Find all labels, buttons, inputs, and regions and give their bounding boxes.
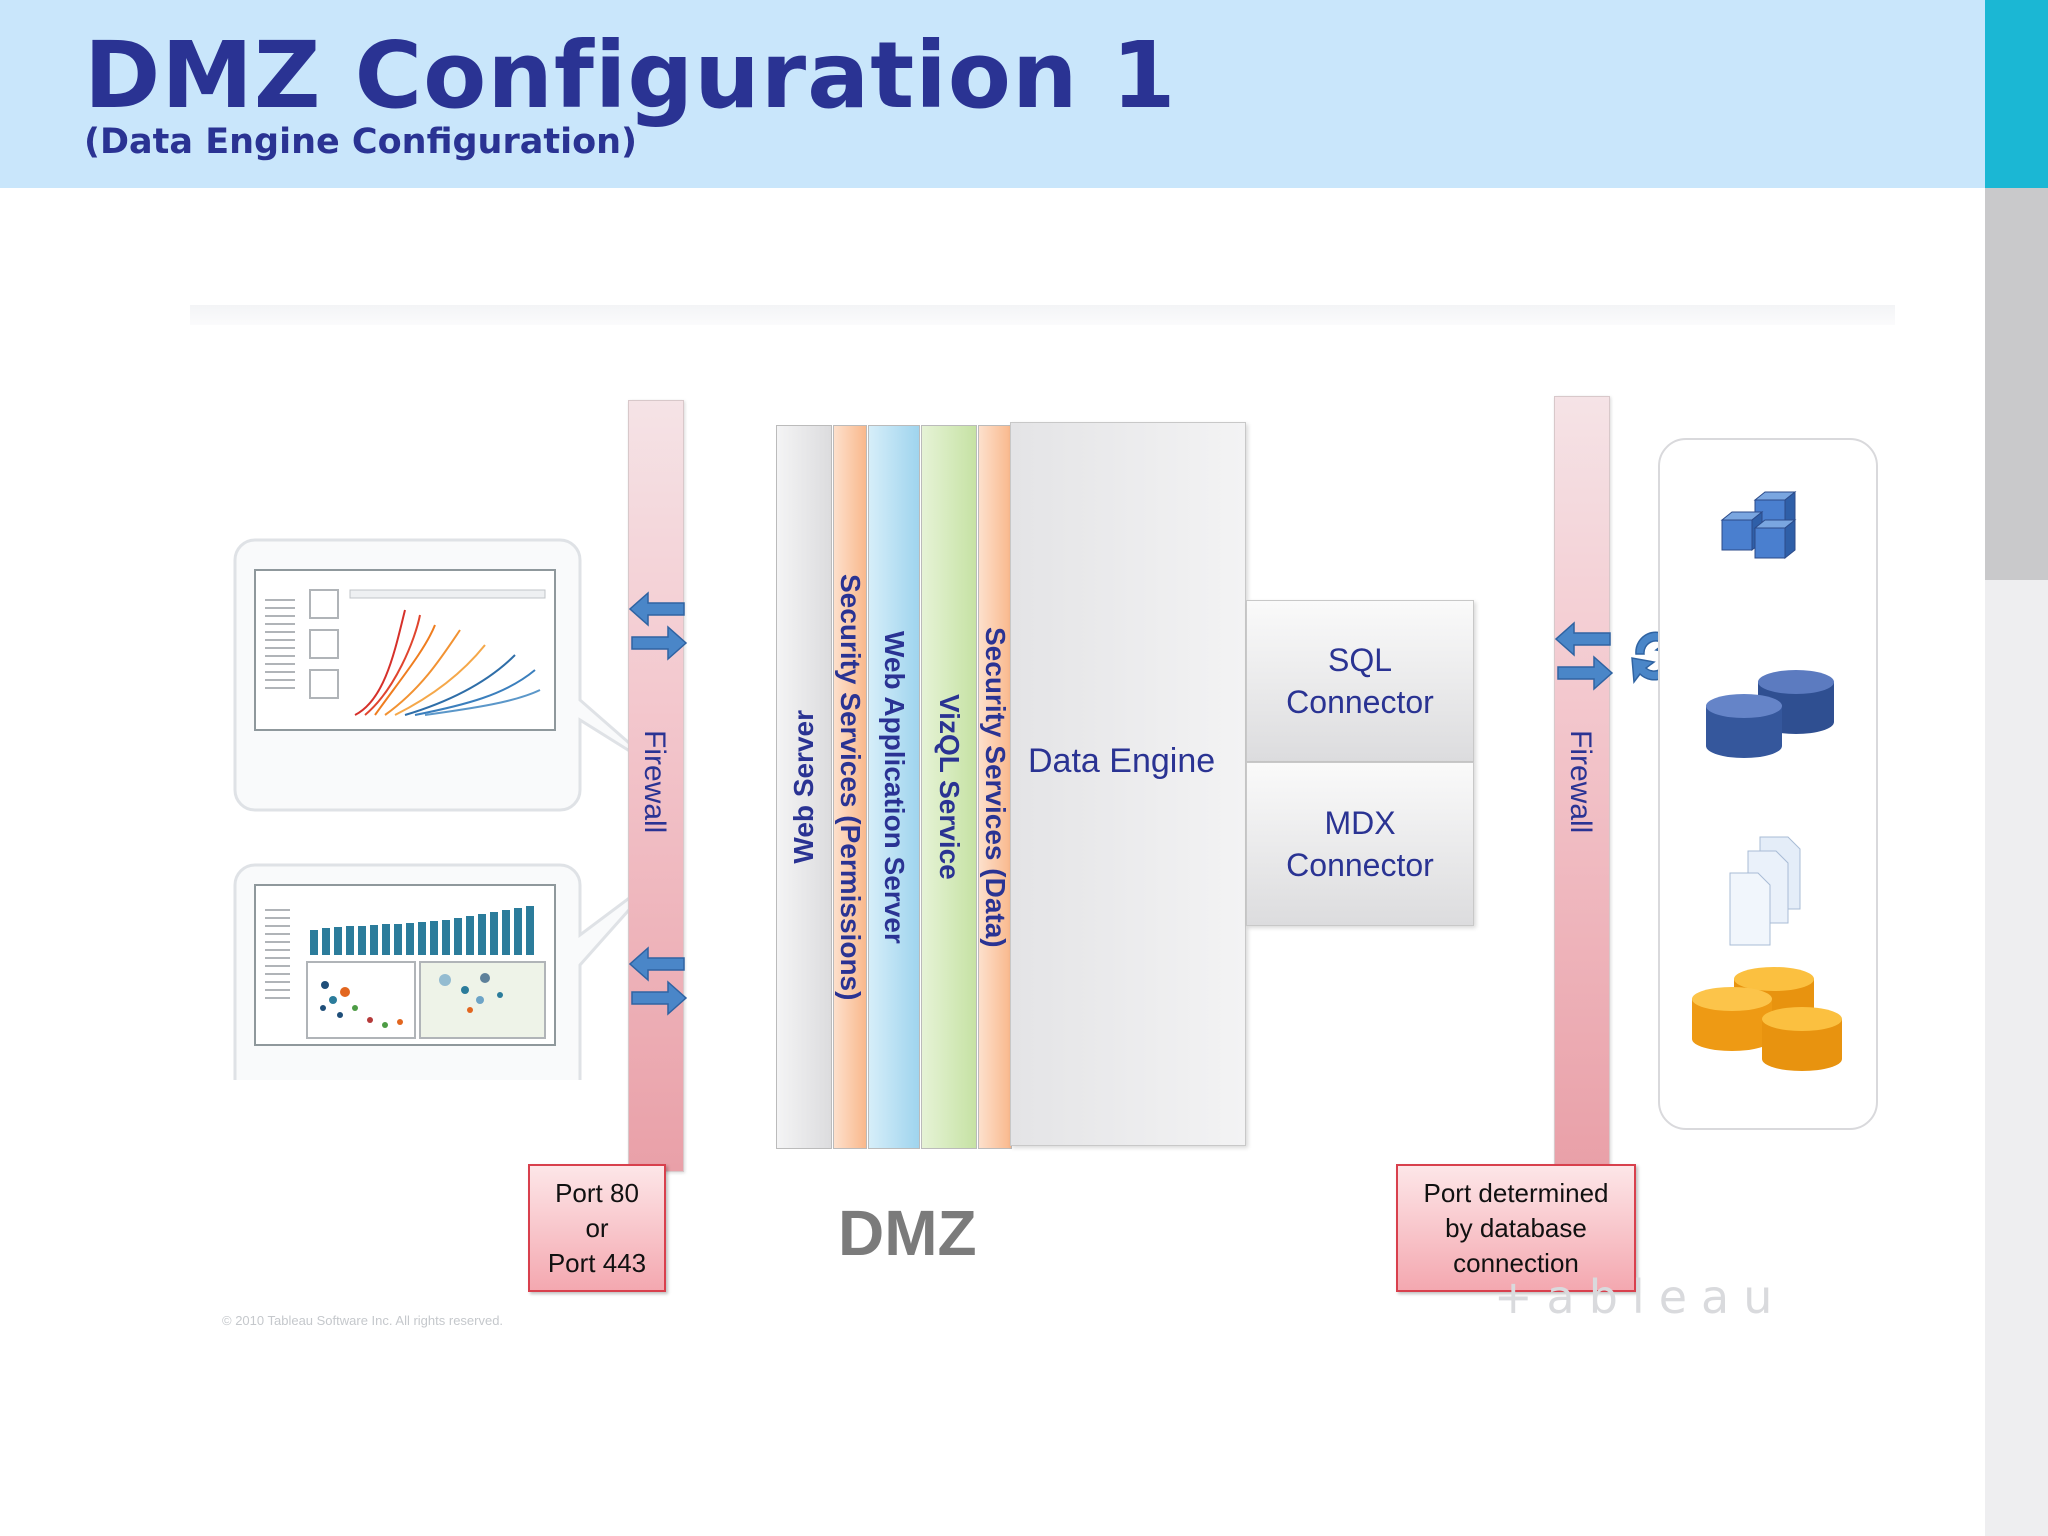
- security-data-label: Security Services (Data): [980, 626, 1011, 948]
- slide-top-edge: [190, 305, 1895, 325]
- right-firewall: [1554, 396, 1610, 1168]
- vizql-service-strip: VizQL Service: [921, 425, 977, 1149]
- port-line: Port 80: [555, 1177, 639, 1208]
- sql-connector-label: Connector: [1286, 684, 1434, 720]
- side-scroll-thumb[interactable]: [1985, 188, 2048, 580]
- port-line: or: [585, 1212, 609, 1243]
- documents-icon: [1729, 836, 1801, 946]
- web-server-label: Web Server: [788, 710, 819, 864]
- side-scroll-track[interactable]: [1985, 580, 2048, 1536]
- security-permissions-strip: Security Services (Permissions): [833, 425, 867, 1149]
- web-app-server-label: Web Application Server: [879, 630, 910, 944]
- security-data-strip: Security Services (Data): [978, 425, 1012, 1149]
- database-icon: [1706, 670, 1834, 758]
- port-line: by database: [1445, 1212, 1587, 1243]
- port-line: Port determined: [1423, 1177, 1609, 1208]
- left-firewall: [628, 400, 684, 1172]
- dmz-label: DMZ: [838, 1197, 977, 1269]
- bidirectional-arrow-icon: [628, 591, 688, 661]
- title-banner: [0, 0, 1985, 188]
- mdx-connector-box: MDX Connector: [1246, 762, 1474, 926]
- bidirectional-arrow-icon: [1554, 621, 1614, 691]
- data-engine-label: Data Engine: [1028, 742, 1216, 780]
- tableau-logo: +ableau: [1494, 1270, 1787, 1324]
- port-database-box: Port determined by database connection: [1396, 1164, 1636, 1292]
- bar-chart-thumbnail: [310, 906, 534, 955]
- client-callouts: [233, 538, 635, 1080]
- port-80-443-box: Port 80 or Port 443: [528, 1164, 666, 1292]
- sql-connector-label: SQL: [1327, 642, 1392, 678]
- side-accent-bar: [1985, 0, 2048, 188]
- right-firewall-label: Firewall: [1564, 730, 1597, 834]
- port-line: connection: [1453, 1247, 1579, 1278]
- mdx-connector-label: Connector: [1286, 847, 1434, 883]
- line-chart-thumbnail: [354, 609, 541, 716]
- bidirectional-arrow-icon: [628, 946, 688, 1016]
- port-line: Port 443: [547, 1247, 647, 1278]
- mdx-connector-label: MDX: [1324, 805, 1396, 841]
- left-firewall-label: Firewall: [638, 730, 671, 834]
- security-permissions-label: Security Services (Permissions): [835, 573, 866, 1001]
- page-title: DMZ Configuration 1: [84, 22, 1177, 129]
- page-subtitle: (Data Engine Configuration): [84, 122, 638, 162]
- vizql-service-label: VizQL Service: [934, 694, 965, 880]
- web-app-server-strip: Web Application Server: [868, 425, 920, 1149]
- cubes-icon: [1720, 490, 1797, 560]
- copyright-text: © 2010 Tableau Software Inc. All rights …: [222, 1313, 504, 1328]
- scatter-thumbnail: [320, 973, 503, 1028]
- database-orange-icon: [1692, 967, 1842, 1071]
- web-server-strip: Web Server: [776, 425, 832, 1149]
- sql-connector-box: SQL Connector: [1246, 600, 1474, 762]
- data-engine-box: [1010, 422, 1246, 1146]
